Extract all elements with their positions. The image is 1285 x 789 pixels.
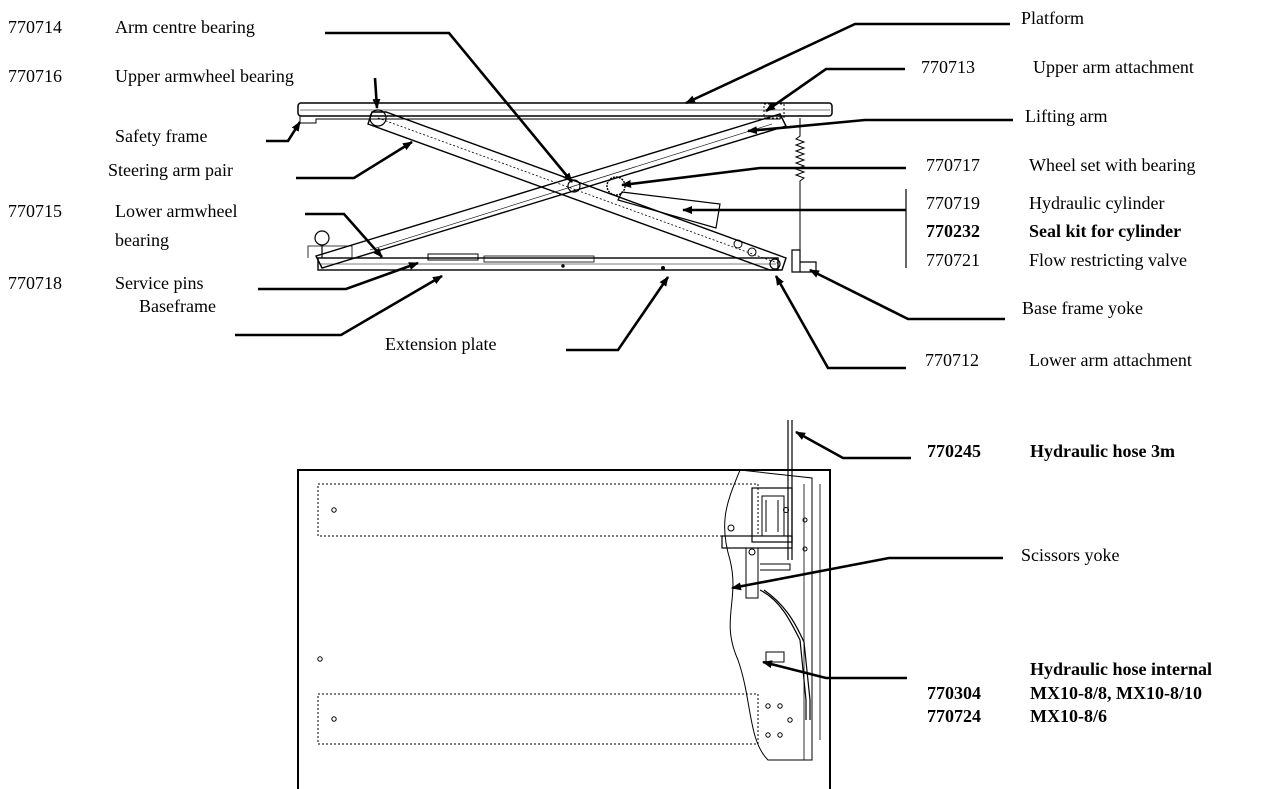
steering-arm-pair-label: Steering arm pair [108, 160, 233, 180]
wheel-set-label: Wheel set with bearing [1029, 155, 1196, 175]
hydraulic-cylinder-number: 770719 [926, 193, 980, 213]
base-frame-yoke-label: Base frame yoke [1022, 298, 1143, 318]
lifting-eye-shape [314, 230, 330, 246]
arm-centre-bearing-number: 770714 [8, 17, 62, 37]
leader-extension-plate [566, 276, 670, 352]
lifting-arm-shape [315, 113, 787, 269]
lifting-arm-label: Lifting arm [1025, 106, 1108, 126]
baseframe-label: Baseframe [139, 296, 216, 316]
lower-arm-attachment-shape [769, 258, 781, 270]
upper-armwheel-bearing-label: Upper armwheel bearing [115, 66, 294, 86]
arm-centre-bearing-label: Arm centre bearing [115, 17, 255, 37]
flow-valve-number: 770721 [926, 250, 980, 270]
lower-armwheel-bearing-label-2: bearing [115, 230, 169, 250]
hydraulic-hose-internal-number-2: 770724 [927, 706, 981, 726]
platform-label: Platform [1021, 8, 1084, 28]
leader-arm-centre-bearing [325, 31, 574, 183]
steering-arm-shape [367, 111, 787, 271]
wheel-set-number: 770717 [926, 155, 980, 175]
hydraulic-cylinder-label: Hydraulic cylinder [1029, 193, 1165, 213]
hydraulic-cylinder-shape [617, 191, 721, 229]
flow-valve-label: Flow restricting valve [1029, 250, 1187, 270]
scissor-lift-side-view [297, 102, 833, 273]
leader-upper-arm-attachment [765, 67, 905, 113]
leader-scissors-yoke [731, 556, 1003, 591]
baseframe-top-view [297, 420, 831, 789]
arm-centre-bearing-shape [567, 179, 581, 193]
baseframe-shape [317, 257, 779, 271]
safety-frame-shape [299, 116, 781, 124]
hydraulic-hose-internal-title: Hydraulic hose internal [1030, 659, 1213, 679]
hydraulic-hose-internal-models-2: MX10-8/6 [1030, 706, 1107, 726]
upper-arm-attachment-label: Upper arm attachment [1033, 57, 1194, 77]
cutaway-outline [724, 469, 813, 761]
leader-upper-armwheel-bearing [372, 77, 381, 109]
lower-armwheel-bearing-label-1: Lower armwheel [115, 201, 238, 221]
base-frame-yoke-shape [791, 249, 817, 273]
upper-armwheel-bearing-number: 770716 [8, 66, 62, 86]
leader-base-frame-yoke [809, 268, 1005, 321]
leader-lower-armwheel-bearing [305, 212, 383, 258]
service-pins-label: Service pins [115, 273, 204, 293]
leader-service-pins [258, 261, 419, 291]
hydraulic-hose-internal-number-1: 770304 [927, 683, 981, 703]
leader-baseframe [235, 274, 443, 337]
extension-plate-label: Extension plate [385, 334, 497, 354]
seal-kit-number: 770232 [926, 221, 980, 241]
leader-lower-arm-attachment [774, 275, 906, 370]
service-pins-number: 770718 [8, 273, 62, 293]
leader-hydraulic-hose-internal [762, 660, 907, 680]
leader-wheel-set [621, 166, 906, 188]
hydraulic-hose-3m-label: Hydraulic hose 3m [1030, 441, 1176, 461]
platform-shape [297, 102, 833, 117]
lower-arm-attachment-label: Lower arm attachment [1029, 350, 1192, 370]
upper-arm-attachment-number: 770713 [921, 57, 975, 77]
leader-steering-arm-pair [296, 140, 413, 180]
leader-lines [235, 22, 1013, 680]
lower-arm-attachment-number: 770712 [925, 350, 979, 370]
seal-kit-label: Seal kit for cylinder [1029, 221, 1182, 241]
hydraulic-hose-internal-models-1: MX10-8/8, MX10-8/10 [1030, 683, 1202, 703]
leader-safety-frame [266, 121, 302, 143]
scissors-yoke-label: Scissors yoke [1021, 545, 1120, 565]
safety-frame-label: Safety frame [115, 126, 208, 146]
hydraulic-hose-internal-shape [759, 589, 807, 720]
leader-platform [685, 22, 1010, 105]
lower-armwheel-bearing-number: 770715 [8, 201, 62, 221]
leader-lifting-arm [747, 118, 1013, 135]
hydraulic-hose-3m-number: 770245 [927, 441, 981, 461]
leader-hydraulic-hose-3m [795, 430, 911, 460]
spring-shape [794, 118, 806, 258]
